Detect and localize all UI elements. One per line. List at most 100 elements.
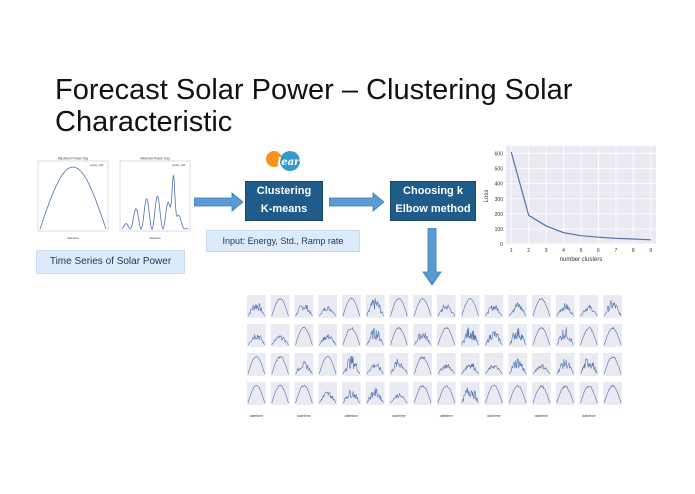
cluster-xlabel: datetime [487,414,500,418]
cluster-profile-line [580,385,598,404]
cluster-panel [532,324,551,347]
cluster-panel [342,382,361,405]
max-power-panel: Maximum Power Day power_kW datetime [37,157,109,240]
cluster-panel [579,382,599,405]
cluster-panel [413,353,432,376]
cluster-panel [603,353,622,376]
cluster-panel [532,295,551,318]
cluster-panel [460,382,480,405]
cluster-profile-line [556,358,574,375]
cluster-profile-line [414,384,432,404]
clustering-method: K-means [260,203,308,215]
cluster-profile-line [342,326,361,346]
cluster-profile-line [295,305,313,317]
cluster-profile-line [366,327,384,346]
cluster-panel [270,353,290,376]
cluster-xlabel: datetime [582,414,595,418]
cluster-panel [484,295,504,318]
cluster-profile-line [390,392,408,404]
cluster-panel [460,295,480,318]
min-power-line [121,174,189,230]
cluster-profile-line [437,385,456,404]
cluster-xlabel: datetime [440,414,453,418]
elbow-y-tick-label: 0 [500,242,503,248]
cluster-profile-line [271,384,289,404]
sklearn-logo-icon: learn [266,151,307,171]
cluster-profile-line [271,355,289,375]
cluster-panel [579,324,599,347]
arrow-down-icon [422,228,442,286]
cluster-profile-line [247,302,266,317]
cluster-profile-line [247,385,266,404]
cluster-profile-line [485,364,503,375]
clustering-title: Clustering [256,185,312,197]
cluster-profile-line [604,299,622,317]
cluster-panel [247,324,266,347]
cluster-profile-line [580,326,598,346]
cluster-profile-line [532,363,551,375]
cluster-profile-line [532,326,551,346]
cluster-profile-line [556,385,574,404]
cluster-xlabel: datetime [297,414,310,418]
cluster-xlabel: datetime [392,414,405,418]
elbow-x-tick-label: 5 [580,248,583,254]
slide-title: Forecast Solar Power – Clustering Solar … [55,74,573,138]
elbow-x-tick-label: 6 [597,248,600,254]
cluster-profile-line [366,388,384,404]
elbow-gridlines [506,146,656,245]
input-features-label: Input: Energy, Std., Ramp rate [206,230,360,252]
elbow-x-tick-label: 2 [527,248,530,254]
cluster-profile-line [509,327,527,346]
choosing-k-method: Elbow method [395,203,471,215]
elbow-y-tick-label: 400 [495,182,504,188]
cluster-profile-line [437,363,456,375]
cluster-panel [270,382,290,405]
cluster-profile-line [247,334,266,346]
cluster-xlabel: datetime [250,414,263,418]
cluster-panel [413,382,432,405]
cluster-panel [318,353,337,376]
cluster-profile-line [485,305,503,317]
cluster-profile-line [532,297,551,317]
cluster-profile-line [390,298,408,317]
cluster-profile-line [485,331,503,346]
cluster-profile-line [295,360,313,375]
panel2-legend: power_kW [172,163,186,167]
elbow-xlabel: number clusters [560,257,603,263]
cluster-profile-line [319,334,337,346]
max-power-line [39,166,107,230]
cluster-panel [437,324,456,347]
clustering-box: Clustering K-means [245,181,323,221]
cluster-profile-line [390,358,408,375]
cluster-panel [532,353,551,376]
cluster-profile-line [580,358,598,375]
cluster-panel [555,382,575,405]
cluster-profile-line [342,389,361,404]
time-series-label: Time Series of Solar Power [36,250,185,274]
cluster-panel [365,382,385,405]
cluster-profile-line [437,304,456,317]
cluster-profile-line [532,385,551,404]
cluster-panel [389,324,409,347]
cluster-profile-line [366,363,384,375]
elbow-x-tick-label: 9 [649,248,652,254]
elbow-x-tick-label: 7 [614,248,617,254]
cluster-panel [484,324,504,347]
cluster-panel [508,353,527,376]
cluster-panel [270,295,290,318]
cluster-profile-line [485,384,503,404]
cluster-panel [294,295,314,318]
cluster-panel [342,295,361,318]
cluster-panel [437,353,456,376]
elbow-y-tick-label: 200 [495,212,504,218]
panel1-title: Maximum Power Day [58,157,89,161]
cluster-panel [437,382,456,405]
cluster-panel [294,382,314,405]
cluster-profile-line [461,387,479,404]
cluster-profile-line [556,303,574,317]
arrow-right-icon [329,192,385,212]
cluster-profile-line [319,356,337,375]
